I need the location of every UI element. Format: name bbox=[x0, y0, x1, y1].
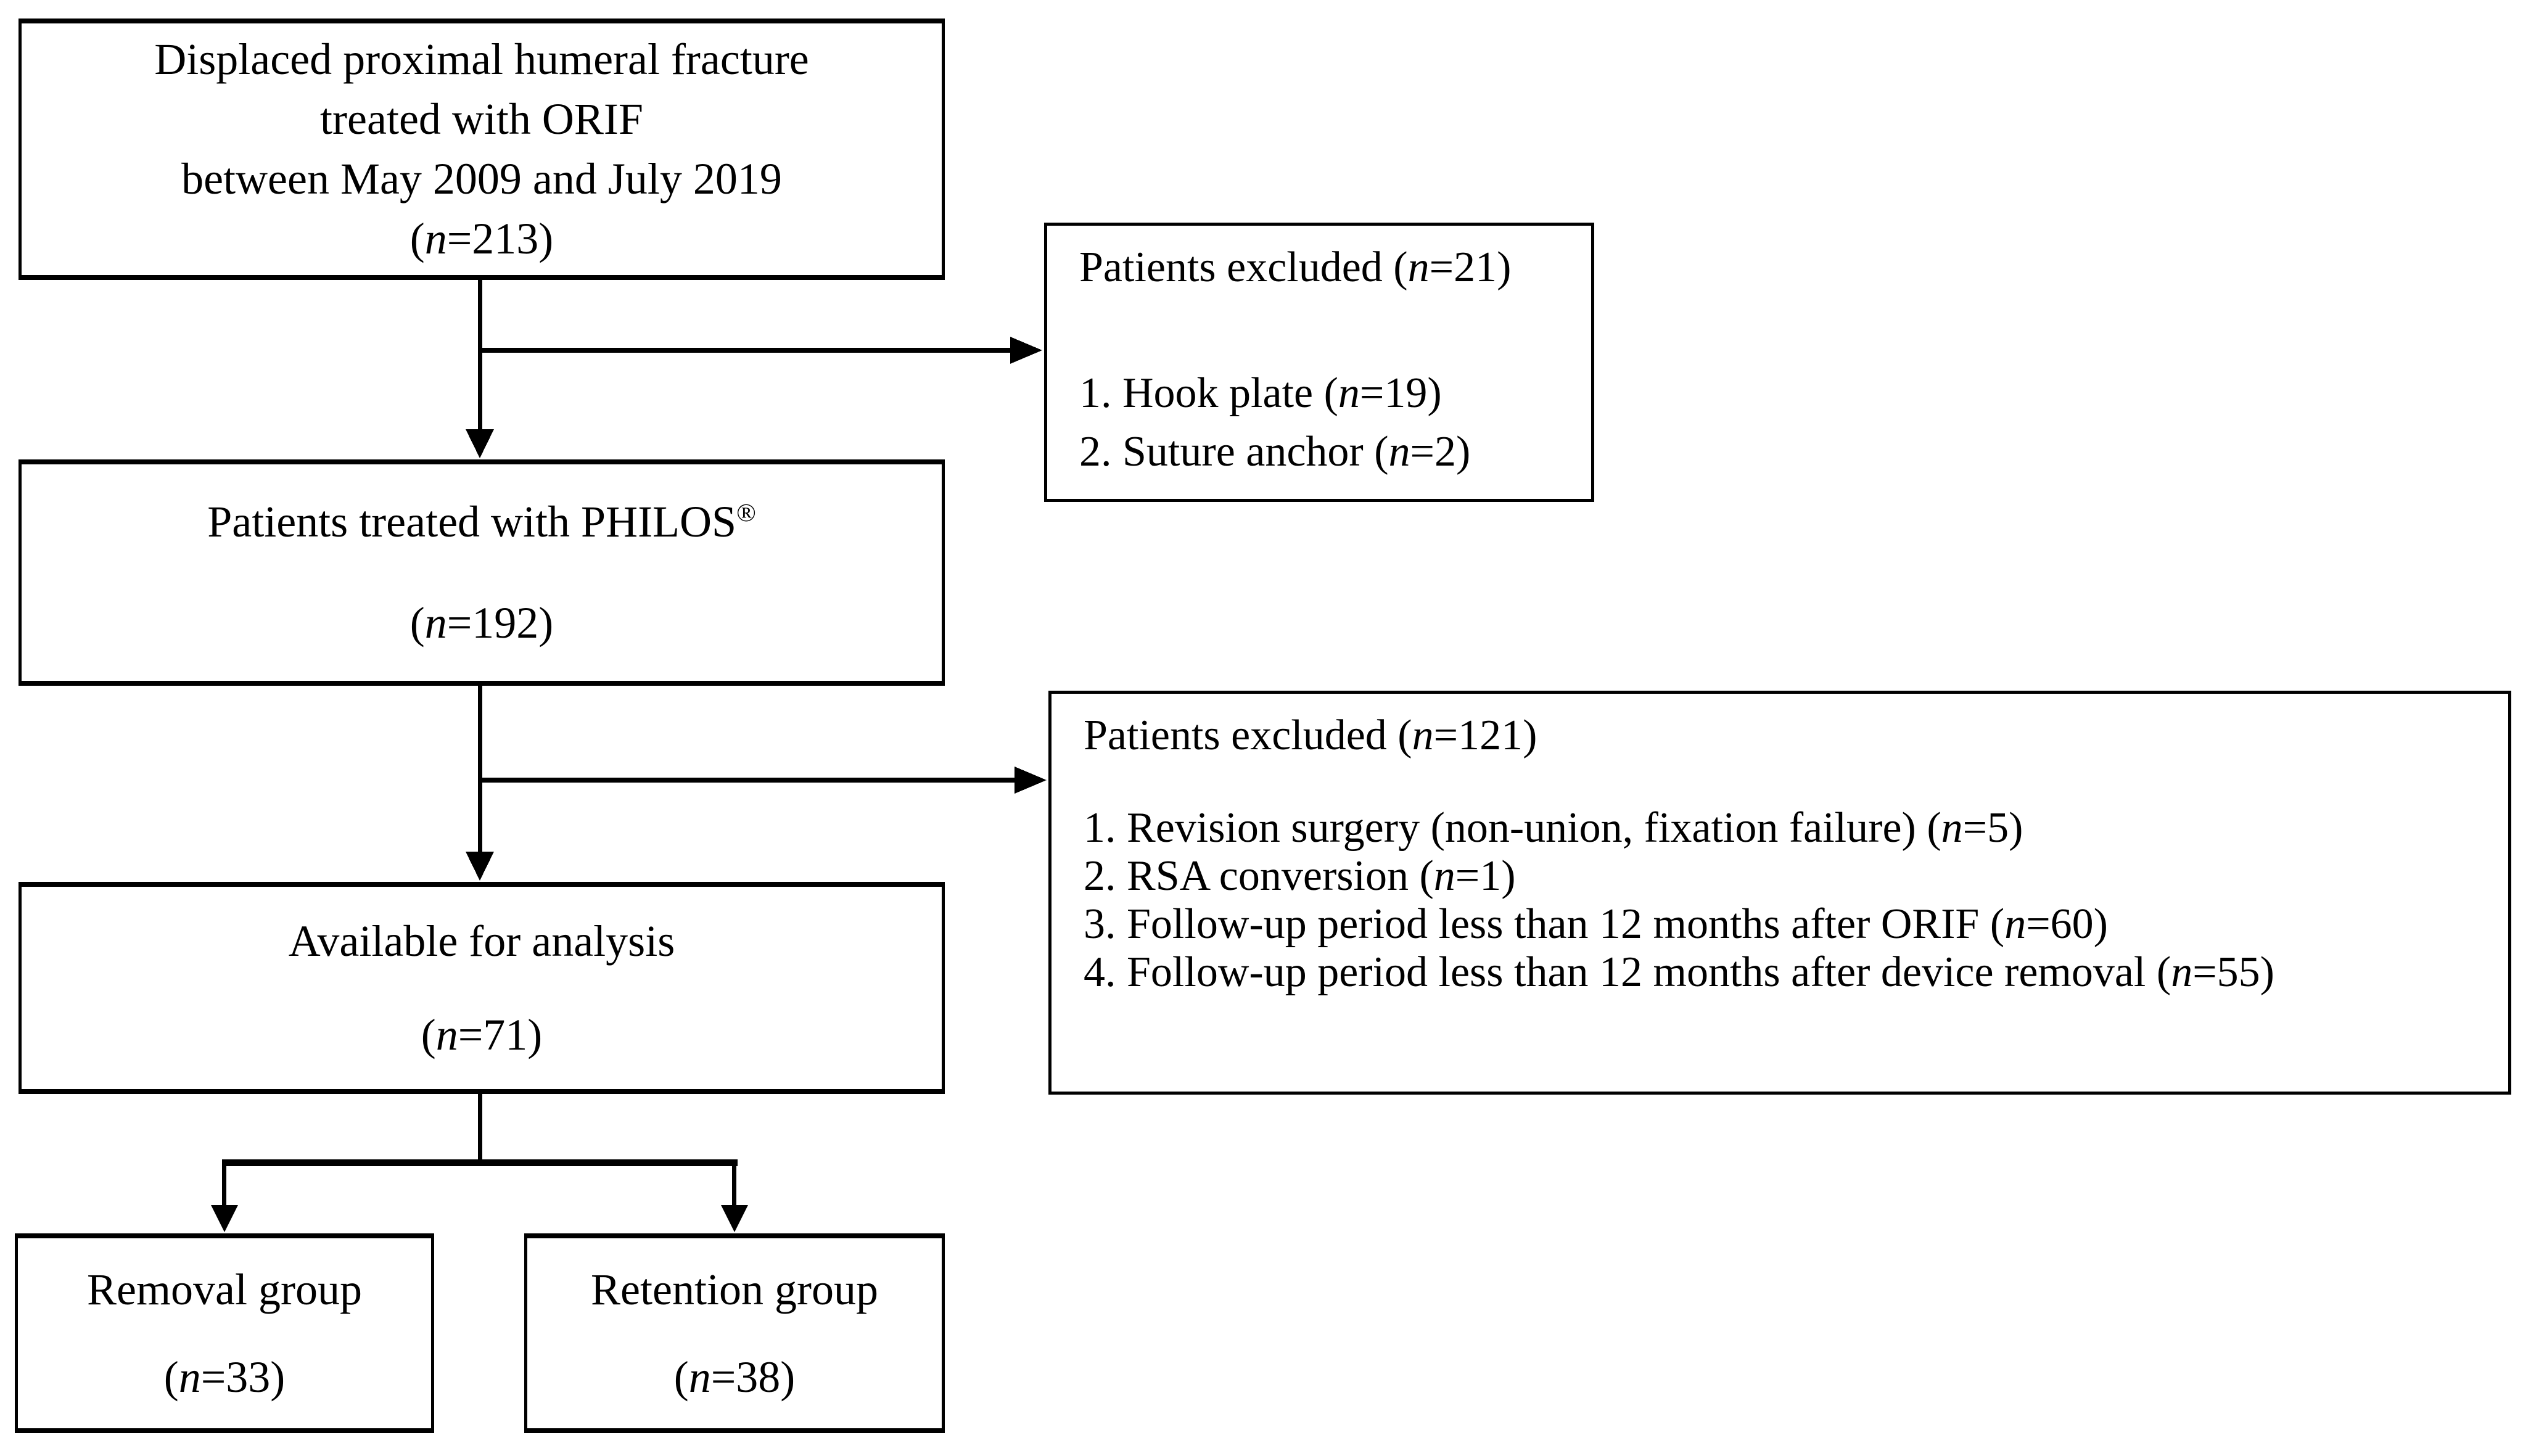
excluded-1-list: 1. Hook plate (n=19) 2. Suture anchor (n… bbox=[1079, 364, 1566, 481]
branch-excluded-2-head bbox=[1014, 767, 1047, 794]
split-stem bbox=[478, 1094, 482, 1163]
excluded-1-item: 1. Hook plate (n=19) bbox=[1079, 369, 1442, 417]
branch-excluded-1-head bbox=[1010, 337, 1042, 364]
split-right-line bbox=[732, 1159, 736, 1206]
cohort-line-3: between May 2009 and July 2019 bbox=[181, 154, 782, 204]
analysis-count: (n=71) bbox=[421, 1010, 543, 1059]
arrow-philos-to-analysis-head bbox=[466, 852, 494, 881]
excluded-2-item: 4. Follow-up period less than 12 months … bbox=[1084, 948, 2274, 996]
arrow-cohort-to-philos-stem bbox=[478, 280, 482, 431]
analysis-title: Available for analysis bbox=[288, 916, 675, 966]
box-philos-cohort: Patients treated with PHILOS® (n=192) bbox=[19, 459, 945, 686]
retention-count: (n=38) bbox=[673, 1352, 796, 1402]
arrow-cohort-to-philos-head bbox=[466, 429, 494, 458]
cohort-line-1: Displaced proximal humeral fracture bbox=[154, 35, 809, 84]
removal-count: (n=33) bbox=[163, 1352, 286, 1402]
excluded-2-title: Patients excluded (n=121) bbox=[1084, 712, 1537, 759]
excluded-1-item: 2. Suture anchor (n=2) bbox=[1079, 428, 1471, 475]
arrow-philos-to-analysis-stem bbox=[478, 686, 482, 853]
removal-title: Removal group bbox=[87, 1264, 362, 1314]
philos-title: Patients treated with PHILOS® bbox=[207, 497, 756, 547]
branch-excluded-1-line bbox=[478, 348, 1011, 353]
split-left-head bbox=[211, 1205, 238, 1232]
excluded-2-item: 1. Revision surgery (non-union, fixation… bbox=[1084, 804, 2023, 852]
excluded-2-item: 3. Follow-up period less than 12 months … bbox=[1084, 900, 2108, 948]
split-bar bbox=[222, 1159, 738, 1166]
branch-excluded-2-line bbox=[478, 778, 1014, 783]
box-removal-group: Removal group (n=33) bbox=[15, 1233, 434, 1433]
box-available-analysis: Available for analysis (n=71) bbox=[19, 882, 945, 1094]
box-retention-group: Retention group (n=38) bbox=[524, 1233, 945, 1433]
box-fracture-cohort: Displaced proximal humeral fracture trea… bbox=[19, 19, 945, 280]
retention-title: Retention group bbox=[591, 1264, 878, 1314]
split-left-line bbox=[222, 1159, 226, 1206]
box-excluded-orif: Patients excluded (n=21) 1. Hook plate (… bbox=[1044, 223, 1594, 502]
philos-count: (n=192) bbox=[409, 598, 554, 648]
excluded-1-title: Patients excluded (n=21) bbox=[1079, 244, 1512, 291]
excluded-2-list: 1. Revision surgery (non-union, fixation… bbox=[1084, 804, 2484, 997]
cohort-line-2: treated with ORIF bbox=[320, 94, 643, 144]
box-excluded-philos: Patients excluded (n=121) 1. Revision su… bbox=[1048, 691, 2511, 1095]
split-right-head bbox=[721, 1205, 748, 1232]
cohort-count: (n=213) bbox=[409, 214, 554, 263]
excluded-2-item: 2. RSA conversion (n=1) bbox=[1084, 852, 1516, 900]
